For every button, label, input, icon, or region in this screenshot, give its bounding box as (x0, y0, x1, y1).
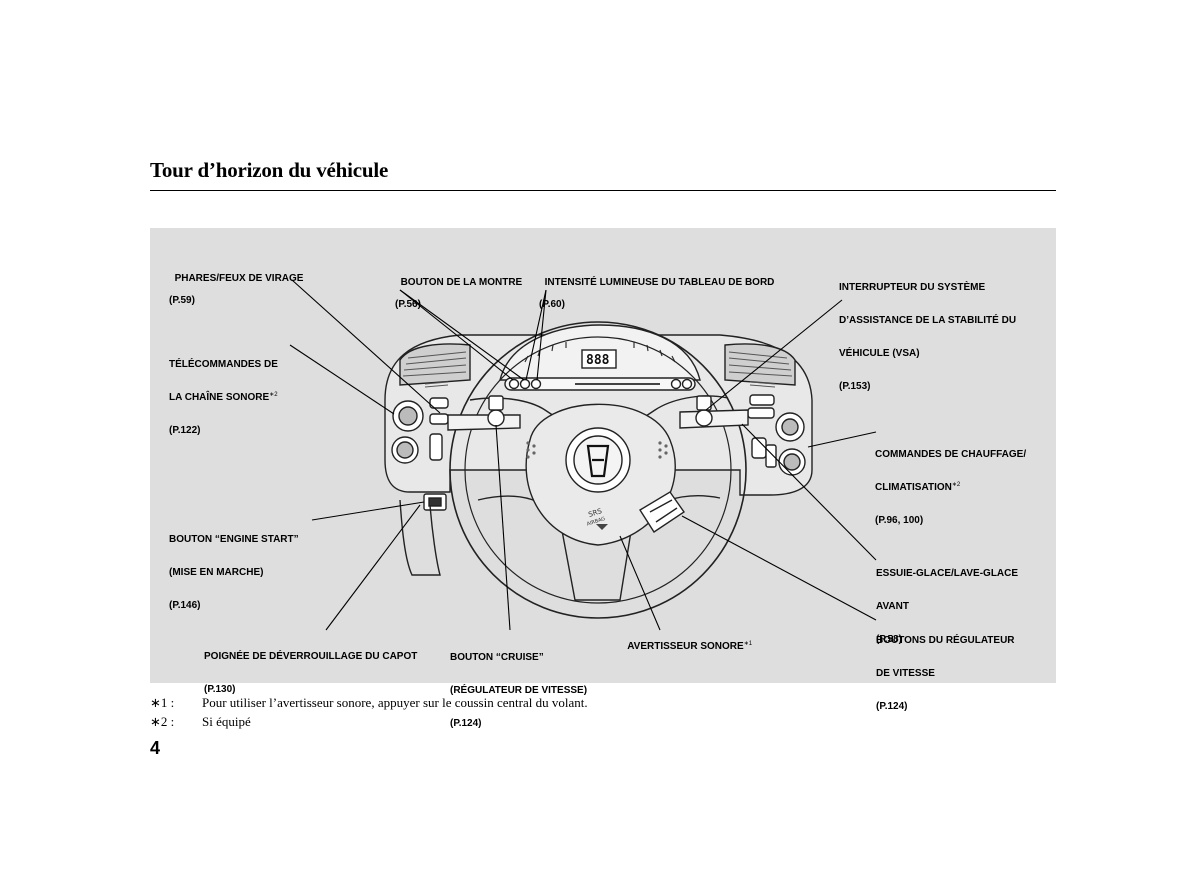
horn-icon (596, 524, 608, 530)
leader-telecommandes (289, 344, 395, 415)
leader-cruise (495, 424, 511, 631)
label-vsa-line2: D’ASSISTANCE DE LA STABILITÉ DU (839, 315, 1017, 326)
label-engine: BOUTON “ENGINE START” (MISE EN MARCHE) (… (169, 512, 299, 622)
label-capot-name: POIGNÉE DE DÉVERROUILLAGE DU CAPOT (204, 651, 418, 662)
label-essuie-ref: (P.58) (876, 634, 902, 645)
footnote-1: ∗1 : Pour utiliser l’avertisseur sonore, … (150, 695, 588, 711)
footnote-1-mark: ∗1 : (150, 695, 175, 710)
label-intensite: INTENSITÉ LUMINEUSE DU TABLEAU DE BORD (… (539, 266, 774, 321)
leader-vsa (705, 299, 843, 411)
airbag-sub-text: AIRBAG (586, 516, 606, 528)
label-chauffage-line1: COMMANDES DE CHAUFFAGE/ (875, 449, 1027, 460)
leader-engine (311, 501, 425, 521)
label-telecommandes-line2: LA CHAÎNE SONORE (169, 392, 270, 403)
label-chauffage-mark: ∗2 (951, 482, 961, 488)
digital-display (581, 349, 617, 369)
honda-logo (586, 444, 610, 478)
vsa-button (695, 409, 713, 427)
label-capot-ref: (P.130) (204, 684, 236, 695)
label-essuie: ESSUIE-GLACE/LAVE-GLACE AVANT (P.58) (876, 546, 1018, 656)
leader-intensite-a (525, 289, 547, 381)
label-montre: BOUTON DE LA MONTRE (P.56) (395, 266, 522, 321)
label-regulateur-line1: BOUTONS DU RÉGULATEUR (876, 635, 1015, 646)
label-cruise: BOUTON “CRUISE” (RÉGULATEUR DE VITESSE) … (450, 630, 587, 740)
leader-phares (291, 279, 441, 414)
label-montre-ref: (P.56) (395, 299, 421, 310)
label-chauffage-line2: CLIMATISATION (875, 482, 952, 493)
label-avertisseur: AVERTISSEUR SONORE∗1 (622, 630, 752, 652)
trip-button (670, 378, 682, 390)
cruise-button (487, 409, 505, 427)
leader-essuie (741, 423, 877, 561)
label-cruise-line2: (RÉGULATEUR DE VITESSE) (450, 685, 588, 696)
label-engine-line2: (MISE EN MARCHE) (169, 567, 264, 578)
label-vsa: INTERRUPTEUR DU SYSTÈME D’ASSISTANCE DE … (839, 260, 1016, 403)
right-vent (724, 343, 796, 386)
label-phares: PHARES/FEUX DE VIRAGE (P.59) (169, 262, 303, 317)
label-regulateur: BOUTONS DU RÉGULATEUR DE VITESSE (P.124) (876, 613, 1015, 723)
label-chauffage: COMMANDES DE CHAUFFAGE/ CLIMATISATION∗2 … (875, 427, 1026, 537)
label-capot: POIGNÉE DE DÉVERROUILLAGE DU CAPOT (P.13… (204, 629, 417, 706)
leader-montre (399, 289, 514, 381)
label-regulateur-ref: (P.124) (876, 701, 908, 712)
leader-chauffage (807, 431, 877, 448)
label-vsa-ref: (P.153) (839, 381, 871, 392)
label-cruise-ref: (P.124) (450, 718, 482, 729)
page-number: 4 (150, 738, 161, 758)
label-telecommandes: TÉLÉCOMMANDES DE LA CHAÎNE SONORE∗2 (P.1… (169, 337, 278, 447)
clock-button-a (508, 378, 520, 390)
footnote-2: ∗2 : Si équipé (150, 714, 251, 730)
label-engine-ref: (P.146) (169, 600, 201, 611)
steering-wheel-rim (449, 321, 747, 619)
label-intensite-name: INTENSITÉ LUMINEUSE DU TABLEAU DE BORD (544, 277, 775, 288)
label-regulateur-line2: DE VITESSE (876, 668, 935, 679)
label-phares-name: PHARES/FEUX DE VIRAGE (174, 273, 304, 284)
label-avertisseur-mark: ∗1 (743, 641, 753, 647)
clock-button-b (519, 378, 531, 390)
label-intensite-ref: (P.60) (539, 299, 565, 310)
label-phares-ref: (P.59) (169, 295, 195, 306)
digital-display-text: 888 (586, 353, 610, 368)
label-cruise-line1: BOUTON “CRUISE” (450, 652, 544, 663)
title-rule (150, 190, 1056, 191)
label-essuie-line1: ESSUIE-GLACE/LAVE-GLACE (876, 568, 1019, 579)
page-title: Tour d’horizon du véhicule (150, 158, 389, 182)
leader-regulateur (681, 515, 877, 621)
wheel-spokes (469, 395, 729, 601)
label-telecommandes-ref: (P.122) (169, 425, 201, 436)
leader-avertisseur (619, 535, 661, 631)
footnote-1-text: Pour utiliser l’avertisseur sonore, appu… (202, 695, 588, 710)
label-engine-line1: BOUTON “ENGINE START” (169, 534, 299, 545)
footnote-2-text: Si équipé (202, 714, 251, 729)
reset-button (681, 378, 693, 390)
label-montre-name: BOUTON DE LA MONTRE (400, 277, 523, 288)
cruise-control-pad (639, 491, 685, 533)
leader-capot (325, 504, 421, 631)
label-chauffage-ref: (P.96, 100) (875, 515, 924, 526)
label-essuie-line2: AVANT (876, 601, 909, 612)
leader-intensite-b (536, 289, 547, 381)
brightness-button (530, 378, 542, 390)
footnote-2-mark: ∗2 : (150, 714, 175, 729)
label-telecommandes-mark: ∗2 (269, 392, 278, 398)
label-vsa-line3: VÉHICULE (VSA) (839, 348, 920, 359)
label-avertisseur-name: AVERTISSEUR SONORE (627, 641, 744, 652)
label-vsa-line1: INTERRUPTEUR DU SYSTÈME (839, 282, 986, 293)
leader-montre-2 (399, 289, 525, 381)
left-stalk (447, 414, 521, 431)
label-telecommandes-line1: TÉLÉCOMMANDES DE (169, 359, 278, 370)
right-stalk (679, 409, 749, 429)
